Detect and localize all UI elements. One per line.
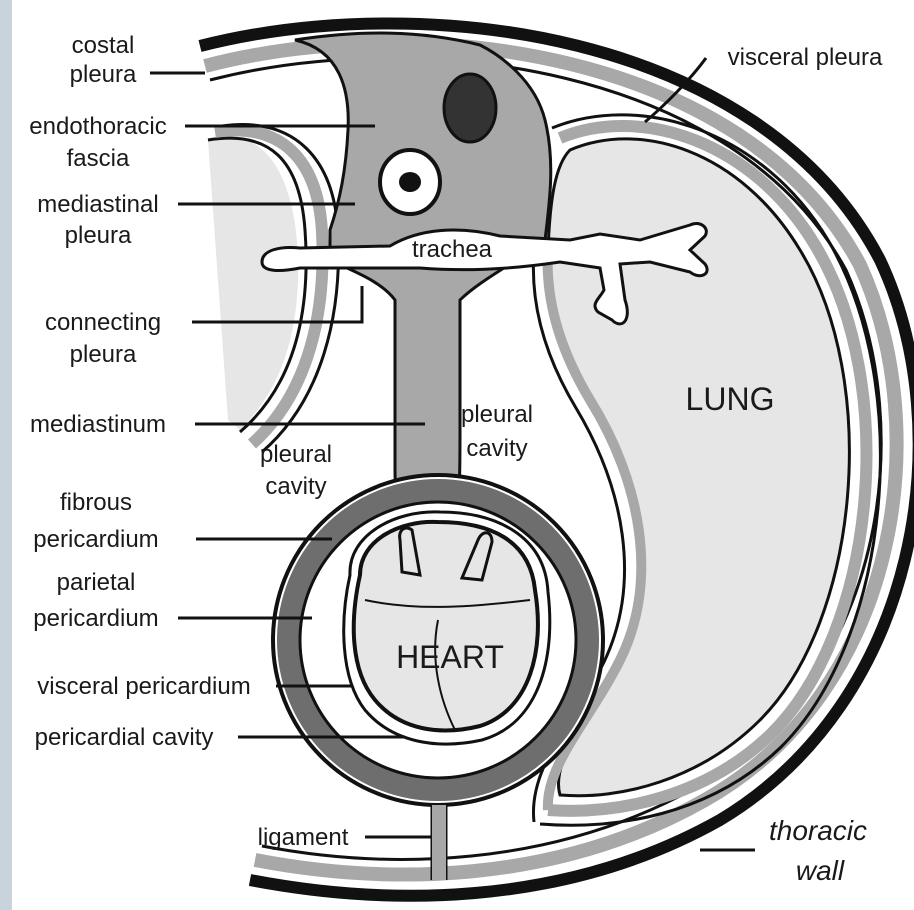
label-parietal-2: pericardium [33,605,158,632]
label-heart: HEART [396,639,504,675]
label-costal-pleura-2: pleura [70,61,137,88]
label-mediastinum: mediastinum [30,411,166,438]
label-pericardial-cavity: pericardial cavity [35,724,214,751]
label-connecting-1: connecting [45,309,161,336]
label-ligament: ligament [258,824,349,851]
label-pleural-cavity-right-1: pleural [461,401,533,428]
label-pleural-cavity-left-2: cavity [265,473,326,500]
label-fibrous-2: pericardium [33,526,158,553]
label-lung: LUNG [686,381,775,417]
label-mediastinal-1: mediastinal [37,191,158,218]
label-visceral-pleura: visceral pleura [728,44,883,71]
label-fibrous-1: fibrous [60,489,132,516]
label-visceral-pericardium: visceral pericardium [37,673,250,700]
label-endothoracic-1: endothoracic [29,113,166,140]
label-trachea: trachea [412,236,493,263]
aorta-dark-oval [444,74,496,142]
label-endothoracic-2: fascia [67,145,130,172]
label-mediastinal-2: pleura [65,222,132,249]
label-costal-pleura-1: costal [72,32,135,59]
left-lung-region [208,138,298,430]
label-parietal-1: parietal [57,569,136,596]
label-pleural-cavity-right-2: cavity [466,435,527,462]
label-pleural-cavity-left-1: pleural [260,441,332,468]
label-thoracic-2: wall [796,855,845,886]
heart-body [354,522,538,731]
label-thoracic-1: thoracic [769,815,867,846]
label-connecting-2: pleura [70,341,137,368]
